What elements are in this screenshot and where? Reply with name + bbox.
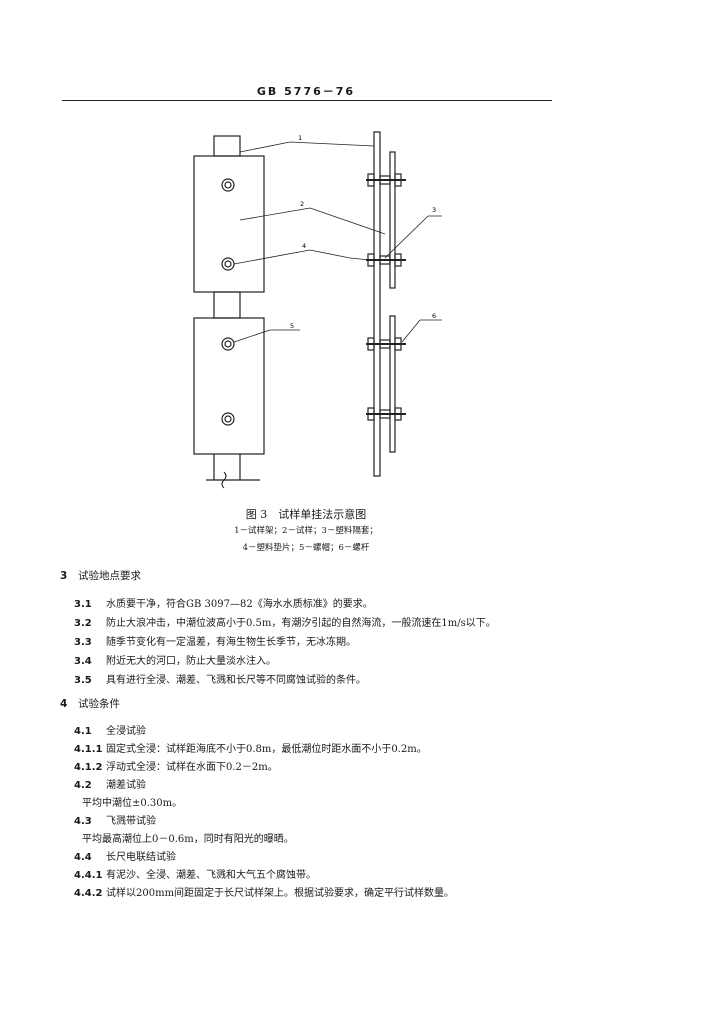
- figure-caption: 图 3 试样单挂法示意图: [245, 508, 367, 521]
- bolt-side-4: [366, 407, 406, 421]
- bolt-side-2: [366, 253, 406, 267]
- sample-upper: [193, 155, 265, 293]
- sample-side-lower: [389, 315, 396, 453]
- section-4-heading: 4 试验条件: [60, 696, 120, 711]
- callout-2: 2: [300, 200, 304, 208]
- frame-middle: [213, 291, 241, 319]
- section-4-title: 试验条件: [78, 698, 120, 710]
- clause-4-3-body: 平均最高潮位上0－0.6m，同时有阳光的曝晒。: [82, 834, 294, 845]
- bolt-front-1: [221, 178, 235, 192]
- bolt-side-3: [366, 337, 406, 351]
- bolt-side-1: [366, 173, 406, 187]
- figure-legend-line-1: 1－试样架；2－试样；3－塑料隔套；: [234, 526, 378, 536]
- frame-top-stub: [213, 135, 241, 157]
- section-3-heading: 3 试验地点要求: [60, 568, 141, 583]
- section-4-number: 4: [60, 698, 68, 710]
- bolt-front-3: [221, 337, 235, 351]
- standard-code: GB 5776－76: [256, 85, 356, 98]
- figure-legend-line-2: 4－塑料垫片；5－螺帽；6－螺杆: [242, 543, 370, 553]
- bolt-front-4: [221, 412, 235, 426]
- bolt-front-2: [221, 257, 235, 271]
- frame-side: [373, 131, 381, 477]
- callout-5: 5: [290, 322, 294, 330]
- section-3-number: 3: [60, 570, 68, 582]
- callout-1: 1: [298, 134, 302, 142]
- sample-lower: [193, 317, 265, 455]
- section-3-title: 试验地点要求: [78, 570, 141, 582]
- header-rule: [62, 100, 552, 101]
- callout-4: 4: [302, 242, 306, 250]
- callout-6: 6: [432, 312, 436, 320]
- callout-3: 3: [432, 206, 436, 214]
- sample-side-upper: [389, 151, 396, 289]
- mounting-diagram: 1 2 3 4 5 6: [193, 131, 442, 489]
- clause-4-2-body: 平均中潮位±0.30m。: [82, 798, 183, 809]
